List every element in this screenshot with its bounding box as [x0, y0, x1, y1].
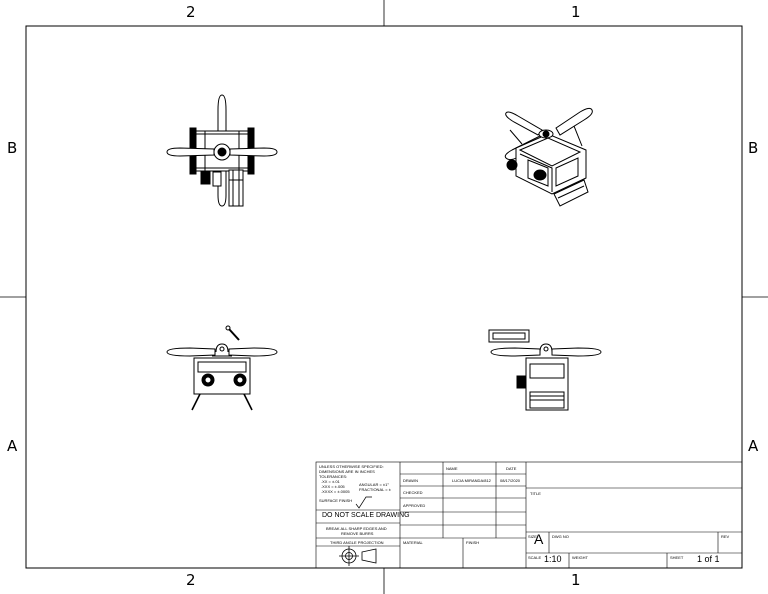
sheet-value: 1 of 1: [697, 554, 720, 564]
row-checked: CHECKED: [403, 490, 423, 495]
surface-finish-label: SURFACE FINISH: [319, 498, 353, 503]
third-angle-projection-symbol: [339, 546, 377, 566]
dwg-no-label: DWG NO: [552, 534, 569, 539]
zone-left-a: A: [7, 437, 18, 455]
projection-label: THIRD ANGLE PROJECTION: [330, 540, 384, 545]
row-drawn: DRAWN: [403, 478, 418, 483]
zone-right-a: A: [748, 437, 759, 455]
header-date: DATE: [506, 466, 517, 471]
surface-finish-symbol: [355, 496, 372, 509]
zone-left-b: B: [7, 139, 18, 157]
title-block: [315, 461, 743, 569]
scale-label: SCALE: [528, 555, 542, 560]
drawn-date: 08/17/2020: [500, 478, 521, 483]
zone-bottom-2: 2: [186, 571, 196, 589]
header-name: NAME: [446, 466, 458, 471]
do-not-scale-note: DO NOT SCALE DRAWING: [322, 512, 410, 519]
sheet-label: SHEET: [670, 555, 684, 560]
tolerance-note-line-3: TOLERANCES:: [319, 474, 348, 479]
top-view: [166, 94, 278, 207]
tolerance-note-line-1: UNLESS OTHERWISE SPECIFIED:: [319, 464, 384, 469]
finish-label: FINISH: [466, 540, 480, 545]
tolerance-xxx: .XXX = ±.005: [321, 484, 345, 489]
tolerance-note-line-2: DIMENSIONS ARE IN INCHES: [319, 469, 375, 474]
tolerance-angular: ANGULAR = ±1°: [359, 482, 389, 487]
break-edges-line-1: BREAK ALL SHARP EDGES AND: [326, 526, 387, 531]
break-edges-line-2: REMOVE BURRS: [341, 531, 374, 536]
zone-right-b: B: [748, 139, 759, 157]
zone-top-2: 2: [186, 3, 196, 21]
size-label: SIZE: [528, 534, 537, 539]
material-label: MATERIAL: [403, 540, 423, 545]
drawn-by: LUCIA MIRANDA/812: [452, 478, 491, 483]
scale-value: 1:10: [544, 554, 562, 564]
size-value: A: [534, 531, 544, 547]
tolerance-xxxx: .XXXX = ±.0005: [321, 489, 350, 494]
weight-label: WEIGHT: [572, 555, 588, 560]
tolerance-fractional: FRACTIONAL = ±: [359, 487, 391, 492]
row-approved: APPROVED: [403, 503, 426, 508]
title-label: TITLE: [530, 491, 541, 496]
rev-label: REV: [721, 534, 730, 539]
isometric-view: [504, 107, 593, 207]
side-view: [488, 329, 602, 411]
zone-top-1: 1: [571, 3, 581, 21]
tolerance-xx: .XX = ±.01: [321, 479, 340, 484]
front-view: [166, 325, 278, 411]
zone-bottom-1: 1: [571, 571, 581, 589]
